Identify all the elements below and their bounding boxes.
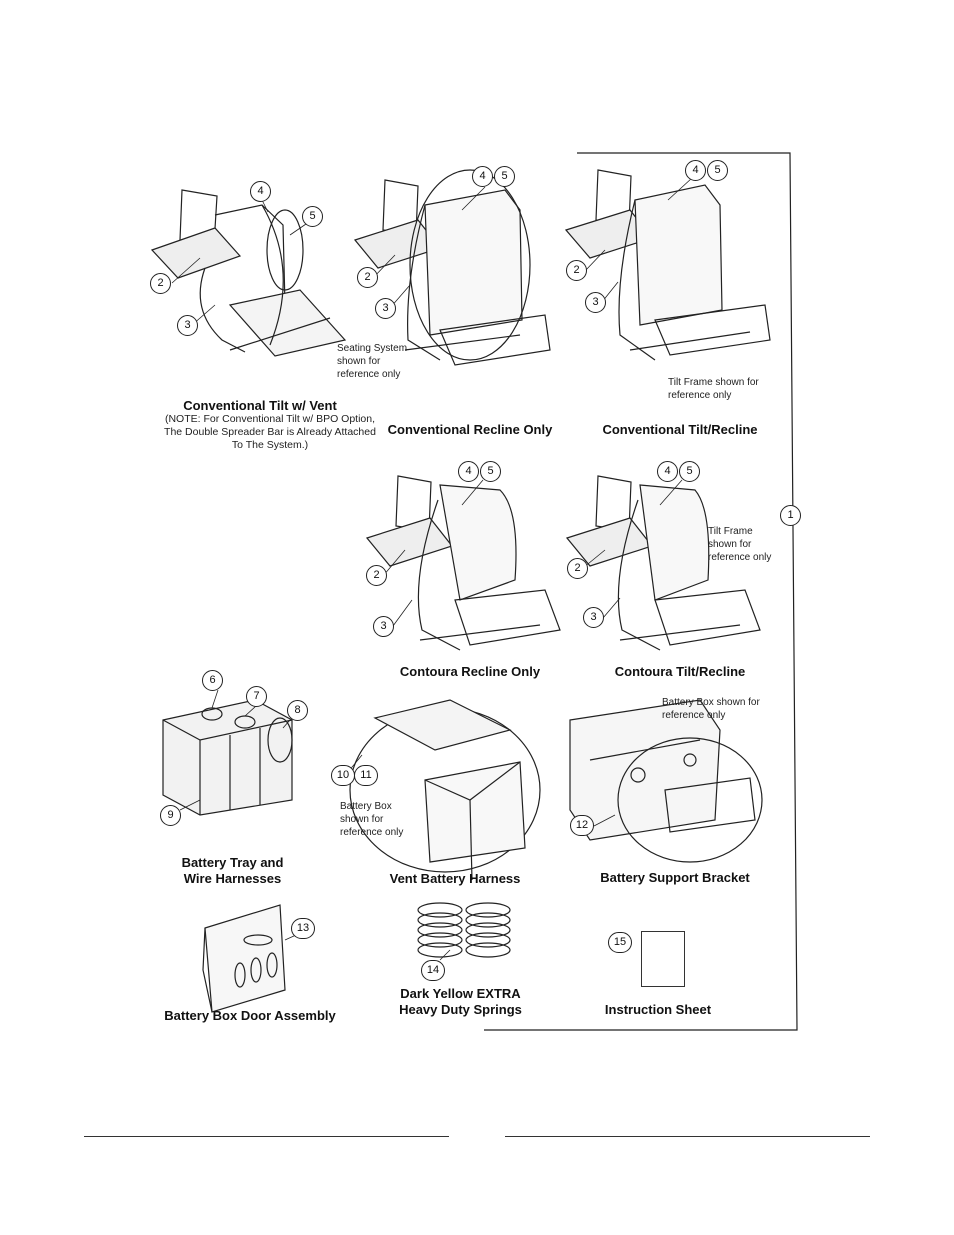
vent-harness-art: [349, 699, 541, 881]
footer-rule-left: [84, 1136, 449, 1137]
springs-art: [417, 902, 511, 958]
callout-9: 9: [160, 805, 181, 826]
ref-note-seating-system: Seating System shown for reference only: [337, 343, 408, 380]
caption-battery-tray: Battery Tray and Wire Harnesses: [181, 855, 284, 886]
caption-vent-battery-harness: Vent Battery Harness: [389, 871, 521, 886]
caption-springs: Dark Yellow EXTRA Heavy Duty Springs: [399, 986, 522, 1017]
battery-tray-art: [162, 699, 293, 816]
seat-frame-art-4: [365, 475, 561, 651]
callout-3-p3: 3: [585, 292, 606, 313]
instruction-sheet-icon: [641, 931, 685, 987]
callout-4-p2: 4: [472, 166, 493, 187]
caption-instruction-sheet: Instruction Sheet: [604, 1002, 712, 1017]
caption-conventional-tilt-vent: Conventional Tilt w/ Vent: [183, 398, 337, 413]
seat-frame-art-1: [150, 189, 347, 357]
callout-15: 15: [608, 932, 632, 953]
kit-bracket-line: [484, 152, 798, 1031]
caption-battery-box-door: Battery Box Door Assembly: [164, 1008, 336, 1023]
callout-5-p3: 5: [707, 160, 728, 181]
seat-frame-art-3: [564, 169, 771, 361]
footer-rule-right: [505, 1136, 870, 1137]
caption-conventional-recline-only: Conventional Recline Only: [387, 422, 553, 437]
ref-note-tilt-frame-2: Tilt Frame shown for reference only: [708, 526, 772, 563]
callout-8: 8: [287, 700, 308, 721]
seat-frame-art-2: [353, 169, 551, 366]
callout-3-p5: 3: [583, 607, 604, 628]
seat-frame-art-5: [565, 475, 761, 651]
callout-5-p4: 5: [480, 461, 501, 482]
caption-conventional-tilt-recline: Conventional Tilt/Recline: [602, 422, 758, 437]
callout-5-p1: 5: [302, 206, 323, 227]
ref-note-tilt-frame-1: Tilt Frame shown for reference only: [668, 377, 759, 401]
callout-3-p1: 3: [177, 315, 198, 336]
callout-12: 12: [570, 815, 594, 836]
callout-2-p3: 2: [566, 260, 587, 281]
callout-1-kit: 1: [780, 505, 801, 526]
callout-13: 13: [291, 918, 315, 939]
callout-3-p2: 3: [375, 298, 396, 319]
callout-4-p3: 4: [685, 160, 706, 181]
callout-6: 6: [202, 670, 223, 691]
callout-5-p5: 5: [679, 461, 700, 482]
callout-10: 10: [331, 765, 355, 786]
caption-battery-support-bracket: Battery Support Bracket: [600, 870, 750, 885]
callout-2-p2: 2: [357, 267, 378, 288]
callout-2-p4: 2: [366, 565, 387, 586]
callout-4-p4: 4: [458, 461, 479, 482]
ref-note-battery-box-1: Battery Box shown for reference only: [340, 801, 404, 838]
callout-3-p4: 3: [373, 616, 394, 637]
callout-11: 11: [354, 765, 378, 786]
caption-contoura-recline-only: Contoura Recline Only: [399, 664, 541, 679]
door-assembly-art: [202, 904, 286, 1013]
callout-5-p2: 5: [494, 166, 515, 187]
callout-14: 14: [421, 960, 445, 981]
callout-4-p5: 4: [657, 461, 678, 482]
ref-note-battery-box-2: Battery Box shown for reference only: [662, 697, 760, 721]
callout-4-p1: 4: [250, 181, 271, 202]
support-bracket-art: [569, 699, 763, 863]
callout-7: 7: [246, 686, 267, 707]
callout-2-p5: 2: [567, 558, 588, 579]
callout-2-p1: 2: [150, 273, 171, 294]
caption-contoura-tilt-recline: Contoura Tilt/Recline: [614, 664, 746, 679]
conventional-tilt-note: (NOTE: For Conventional Tilt w/ BPO Opti…: [164, 413, 376, 451]
